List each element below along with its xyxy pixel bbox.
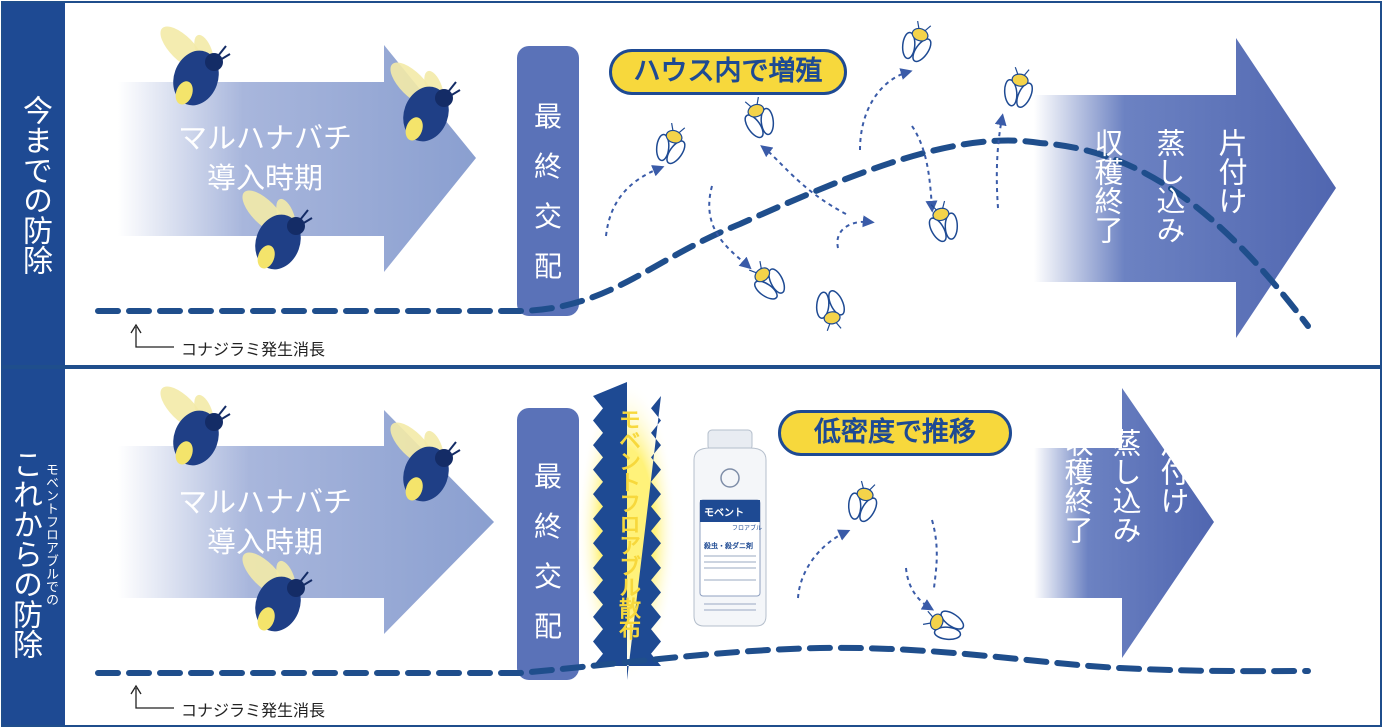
top-population-curve xyxy=(95,137,1311,329)
whitefly-icon xyxy=(648,119,695,170)
final-mating-char: 配 xyxy=(533,250,562,283)
bottom-final-mating-label: 最 終 交 配 xyxy=(517,452,579,652)
bottom-end-label-2: 蒸し込み xyxy=(1108,428,1142,544)
top-bee-arrow xyxy=(118,45,476,272)
bee-label-line-2: 導入時期 xyxy=(206,161,323,195)
whitefly-icon xyxy=(921,197,965,247)
bottom-side-label-subtext: モベントフロアブルでの xyxy=(43,463,58,606)
whitefly-icon xyxy=(894,17,941,68)
bottom-bee-arrow-label: マルハナバチ 導入時期 xyxy=(150,482,380,562)
whitefly-icon xyxy=(810,286,851,334)
final-mating-char: 配 xyxy=(533,610,562,643)
top-curve-caption: コナジラミ発生消長 xyxy=(181,340,326,359)
spray-burst xyxy=(593,382,661,680)
product-desc-text: 殺虫・殺ダニ剤 xyxy=(703,541,753,550)
bee-label-line-1: マルハナバチ xyxy=(177,121,352,155)
whitefly-icon xyxy=(919,601,970,648)
top-side-label-text: 今までの防除 xyxy=(17,95,52,275)
bottom-side-label: これからの防除 モベントフロアブルでの xyxy=(3,369,65,725)
bottom-population-curve xyxy=(95,644,1311,676)
top-caption-pointer xyxy=(135,327,174,348)
bee-label-line-1: マルハナバチ xyxy=(177,485,352,519)
top-end-arrow xyxy=(1034,38,1336,338)
final-mating-char: 最 xyxy=(533,100,562,133)
top-side-label: 今までの防除 xyxy=(3,3,65,365)
top-final-mating-bar xyxy=(517,46,579,316)
top-final-mating-label: 最 終 交 配 xyxy=(517,92,579,292)
bottom-side-label-text: これからの防除 xyxy=(7,449,42,659)
final-mating-char: 交 xyxy=(533,200,562,233)
whitefly-icon xyxy=(735,93,782,144)
whitefly-icon xyxy=(741,254,794,308)
bottom-end-arrow xyxy=(1034,388,1214,658)
bee-label-line-2: 導入時期 xyxy=(206,525,323,559)
final-mating-char: 終 xyxy=(533,150,562,183)
final-mating-char: 最 xyxy=(533,460,562,493)
spray-label: モベントフロアブル散布 xyxy=(615,408,640,639)
bottom-end-label-1: 片付け xyxy=(1156,428,1190,515)
product-name-text: モベント xyxy=(704,507,744,519)
top-callout: ハウス内で増殖 xyxy=(609,49,847,95)
bottom-end-label-3: 収穫終了 xyxy=(1060,428,1094,544)
top-end-label-1: 片付け xyxy=(1214,128,1248,215)
top-end-label-3: 収穫終了 xyxy=(1090,128,1124,244)
bottom-caption-pointer xyxy=(135,688,174,709)
bottom-callout: 低密度で推移 xyxy=(778,410,1012,456)
top-end-label-2: 蒸し込み xyxy=(1152,128,1186,244)
top-bee-arrow-label: マルハナバチ 導入時期 xyxy=(150,118,380,198)
bottom-final-mating-bar xyxy=(517,408,579,680)
product-sub-text: フロアブル xyxy=(732,524,762,532)
final-mating-char: 交 xyxy=(533,560,562,593)
final-mating-char: 終 xyxy=(533,510,562,543)
whitefly-icon xyxy=(841,477,885,527)
whitefly-icon xyxy=(998,64,1039,112)
bottom-curve-caption: コナジラミ発生消長 xyxy=(181,701,326,720)
mobento-bottle-image xyxy=(693,429,767,627)
bottom-bee-arrow xyxy=(118,410,494,634)
